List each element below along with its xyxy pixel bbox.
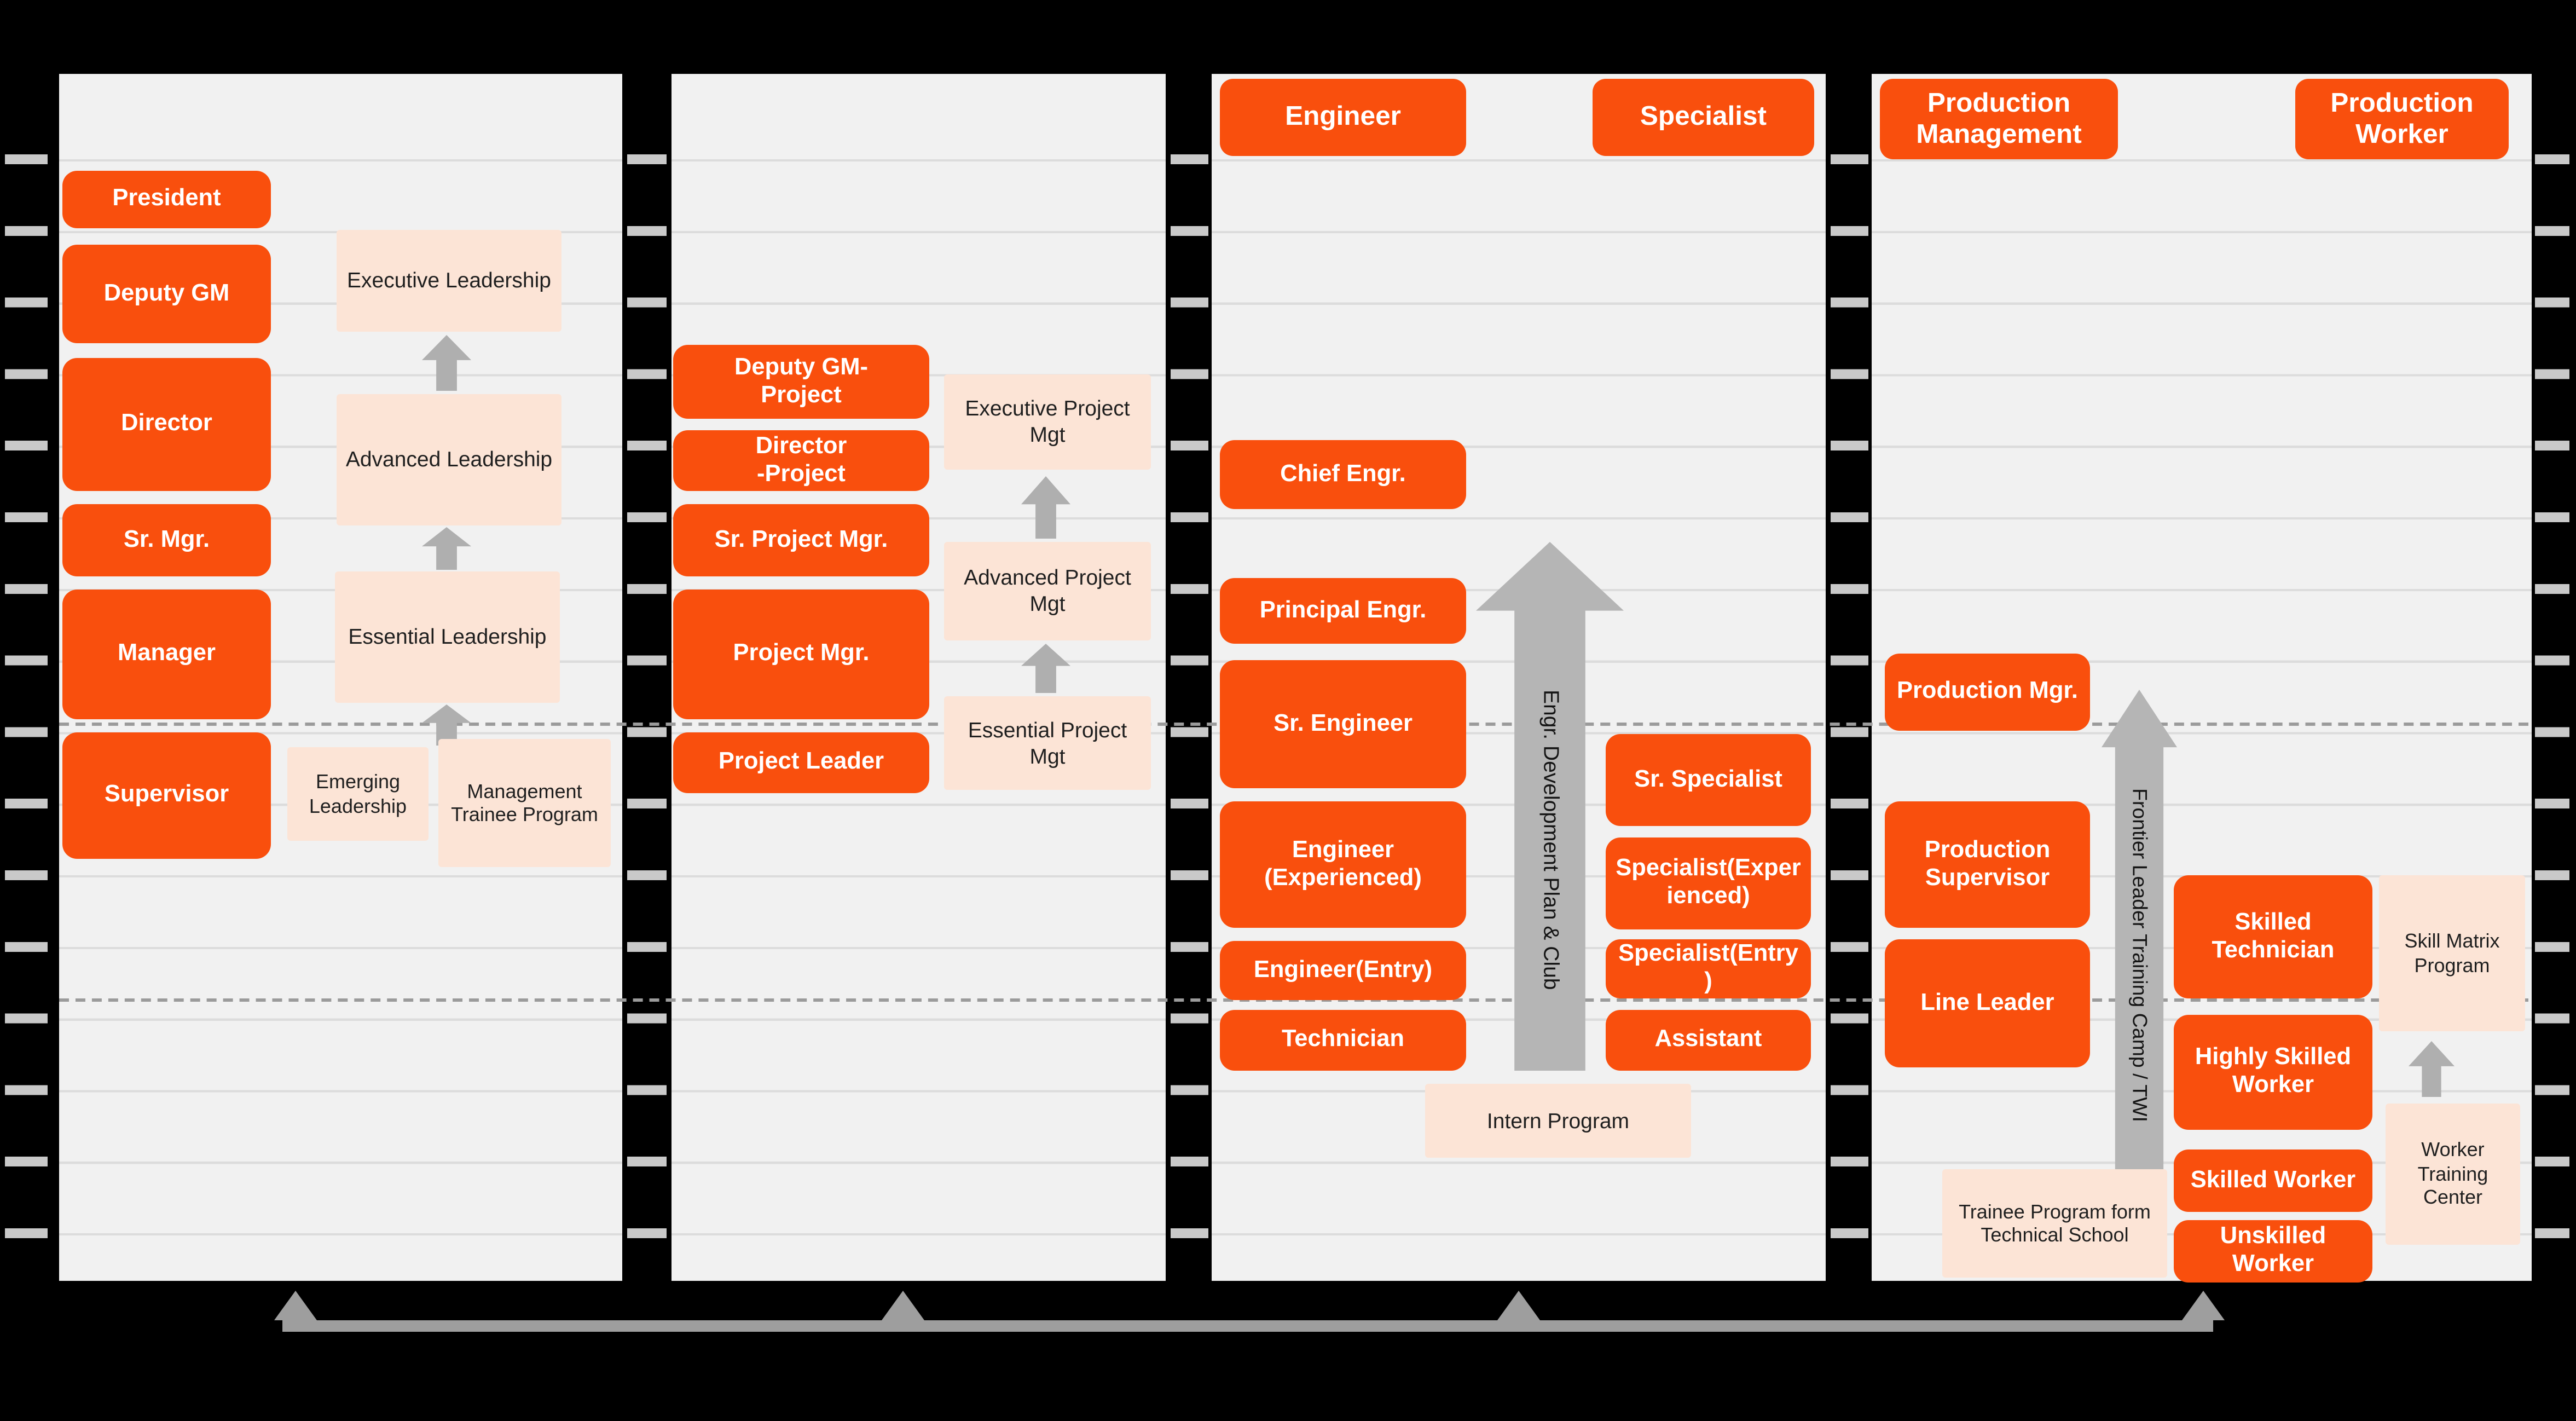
role-sr-mgr: Sr. Mgr. (62, 504, 271, 576)
role-president: President (62, 171, 271, 228)
program-management-trainee: Management Trainee Program (438, 739, 611, 867)
program-intern: Intern Program (1425, 1084, 1691, 1158)
connector-arrow-up-icon (1497, 1291, 1540, 1320)
row-ticks-gap1 (627, 154, 667, 1240)
connector-arrow-up-icon (882, 1291, 924, 1320)
header-specialist: Specialist (1593, 79, 1814, 156)
role-director: Director (62, 358, 271, 491)
row-ticks-gap3 (1831, 154, 1868, 1240)
role-director-project: Director -Project (673, 430, 929, 491)
row-ticks-left (5, 154, 48, 1240)
role-sr-specialist: Sr. Specialist (1606, 734, 1811, 826)
role-sr-engineer: Sr. Engineer (1220, 660, 1466, 788)
row-ticks-gap2 (1171, 154, 1208, 1240)
role-engineer-entry: Engineer(Entry) (1220, 941, 1466, 1000)
program-essential-leadership: Essential Leadership (335, 571, 560, 703)
role-line-leader: Line Leader (1885, 939, 2090, 1067)
role-production-supervisor: Production Supervisor (1885, 801, 2090, 928)
role-project-leader: Project Leader (673, 732, 929, 793)
row-ticks-right (2535, 154, 2569, 1240)
role-supervisor: Supervisor (62, 732, 271, 859)
program-executive-project-mgt: Executive Project Mgt (944, 374, 1151, 470)
role-skilled-worker: Skilled Worker (2174, 1149, 2372, 1212)
header-production-management: Production Management (1880, 79, 2118, 159)
program-advanced-project-mgt: Advanced Project Mgt (944, 542, 1151, 640)
engr-development-arrow-label: Engr. Development Plan & Club (1539, 689, 1564, 990)
role-deputy-gm: Deputy GM (62, 245, 271, 343)
connector-arrow-up-icon (274, 1291, 317, 1320)
role-engineer-experienced: Engineer (Experienced) (1220, 801, 1466, 928)
progression-connector-bar (282, 1320, 2213, 1332)
role-specialist-experienced: Specialist(Experienced) (1606, 837, 1811, 929)
program-worker-training-center: Worker Training Center (2386, 1104, 2520, 1245)
grade-rows (59, 159, 622, 1281)
connector-arrow-up-icon (2182, 1291, 2225, 1320)
role-specialist-entry: Specialist(Entry) (1606, 939, 1811, 998)
header-engineer: Engineer (1220, 79, 1466, 156)
header-production-worker: Production Worker (2295, 79, 2509, 159)
role-sr-project-mgr: Sr. Project Mgr. (673, 504, 929, 576)
program-advanced-leadership: Advanced Leadership (337, 394, 561, 525)
role-technician: Technician (1220, 1010, 1466, 1071)
role-unskilled-worker: Unskilled Worker (2174, 1220, 2372, 1283)
role-assistant: Assistant (1606, 1010, 1811, 1071)
role-manager: Manager (62, 590, 271, 719)
role-project-mgr: Project Mgr. (673, 590, 929, 719)
frontier-leader-training-arrow-label: Frontier Leader Training Camp / TWI (2128, 788, 2151, 1123)
role-deputy-gm-project: Deputy GM- Project (673, 345, 929, 419)
program-emerging-leadership: Emerging Leadership (287, 747, 429, 841)
grade-boundary-lower (59, 998, 2528, 1002)
role-chief-engr: Chief Engr. (1220, 440, 1466, 509)
role-principal-engr: Principal Engr. (1220, 578, 1466, 644)
role-highly-skilled-worker: Highly Skilled Worker (2174, 1015, 2372, 1130)
program-executive-leadership: Executive Leadership (337, 230, 561, 332)
program-skill-matrix: Skill Matrix Program (2379, 875, 2525, 1031)
role-production-mgr: Production Mgr. (1885, 654, 2090, 731)
role-skilled-technician: Skilled Technician (2174, 875, 2372, 998)
program-essential-project-mgt: Essential Project Mgt (944, 696, 1151, 790)
program-trainee-technical-school: Trainee Program form Technical School (1942, 1169, 2167, 1278)
